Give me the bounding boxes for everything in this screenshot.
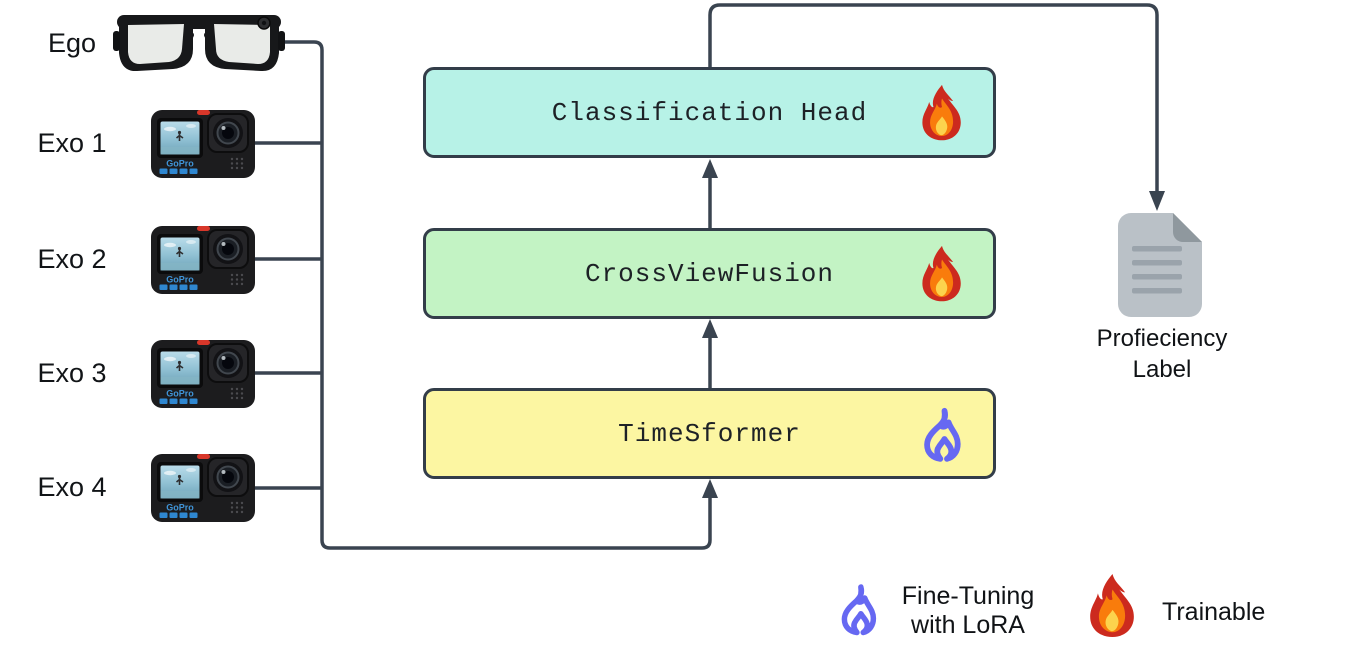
red-flame-icon [917,245,967,303]
output-label-line1: Profieciency [1096,325,1228,352]
crossviewfusion-box: CrossViewFusion [423,228,996,319]
camera-logo-text: GoPro [166,389,194,399]
action-camera-icon-exo1: GoPro [150,105,256,181]
crossviewfusion-label: CrossViewFusion [584,258,835,289]
classification-head-label: Classification Head [551,97,868,128]
timesformer-label: TimeSformer [618,418,801,449]
action-camera-icon-exo3: GoPro [150,335,256,411]
output-label-line2: Label [1132,356,1192,383]
device-label-exo1: Exo 1 [37,128,107,158]
action-camera-icon-exo4: GoPro [150,449,256,525]
legend-lora-line1: Fine-Tuning [901,582,1035,610]
timesformer-box: TimeSformer [423,388,996,479]
smart-glasses-icon [113,15,285,72]
camera-logo-text: GoPro [166,503,194,513]
arrowhead-into-fusion [702,319,718,338]
exo-connector-lines [250,141,322,490]
legend-lora-line2: with LoRA [911,611,1025,639]
blue-flame-icon [917,405,967,463]
camera-logo-text: GoPro [166,159,194,169]
legend-lora-label: Fine-Tuning with LoRA [888,582,1048,640]
camera-logo-text: GoPro [166,275,194,285]
output-label: Profieciency Label [1088,323,1236,385]
device-label-exo3: Exo 3 [37,358,107,388]
device-label-exo4: Exo 4 [37,472,107,502]
device-label-exo2: Exo 2 [37,244,107,274]
device-label-ego: Ego [47,28,97,58]
red-flame-icon [917,84,967,142]
action-camera-icon-exo2: GoPro [150,221,256,297]
legend-blue-flame-icon [835,579,882,639]
arrowhead-into-timesformer [702,479,718,498]
classification-head-box: Classification Head [423,67,996,158]
legend-red-flame-icon [1085,573,1140,639]
arrowhead-into-classification [702,159,718,178]
legend-trainable-label: Trainable [1162,598,1266,626]
arrowhead-into-document [1149,191,1165,211]
document-icon [1118,213,1202,317]
